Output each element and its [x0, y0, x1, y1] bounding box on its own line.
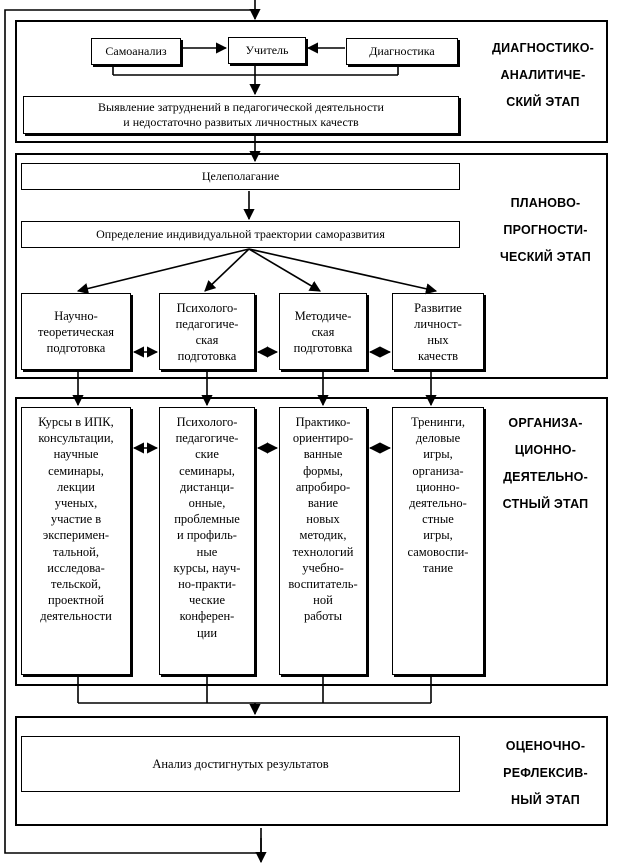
- trajectory-box: Определение индивидуальной траектории са…: [21, 221, 460, 248]
- activity-trainings-games: Тренинги, деловые игры, организа- ционно…: [392, 407, 484, 675]
- self-analysis-box: Самоанализ: [91, 38, 181, 65]
- diagnostics-box: Диагностика: [346, 38, 458, 65]
- results-analysis-box: Анализ достигнутых результатов: [21, 736, 460, 792]
- stage-label-organizational: ОРГАНИЗА- ЦИОННО- ДЕЯТЕЛЬНО- СТНЫЙ ЭТАП: [502, 416, 589, 511]
- branch-scientific-theoretical: Научно- теоретическая подготовка: [21, 293, 131, 370]
- branch-methodical: Методиче- ская подготовка: [279, 293, 367, 370]
- stage-label-evaluation: ОЦЕНОЧНО- РЕФЛЕКСИВ- НЫЙ ЭТАП: [503, 739, 588, 807]
- stage-label-diagnostic: ДИАГНОСТИКО- АНАЛИТИЧЕ- СКИЙ ЭТАП: [491, 41, 594, 109]
- goal-setting-box: Целеполагание: [21, 163, 460, 190]
- stage-label-planning: ПЛАНОВО- ПРОГНОСТИ- ЧЕСКИЙ ЭТАП: [499, 196, 591, 264]
- activity-practice-oriented: Практико- ориентиро- ванные формы, апроб…: [279, 407, 367, 675]
- difficulties-box: Выявление затруднений в педагогической д…: [23, 96, 459, 134]
- activity-courses-consultations: Курсы в ИПК, консультации, научные семин…: [21, 407, 131, 675]
- branch-personal-qualities: Развитие личност- ных качеств: [392, 293, 484, 370]
- branch-psychological-pedagogical: Психолого- педагогиче- ская подготовка: [159, 293, 255, 370]
- activity-psych-ped-seminars: Психолого- педагогиче- ские семинары, ди…: [159, 407, 255, 675]
- teacher-box: Учитель: [228, 37, 306, 64]
